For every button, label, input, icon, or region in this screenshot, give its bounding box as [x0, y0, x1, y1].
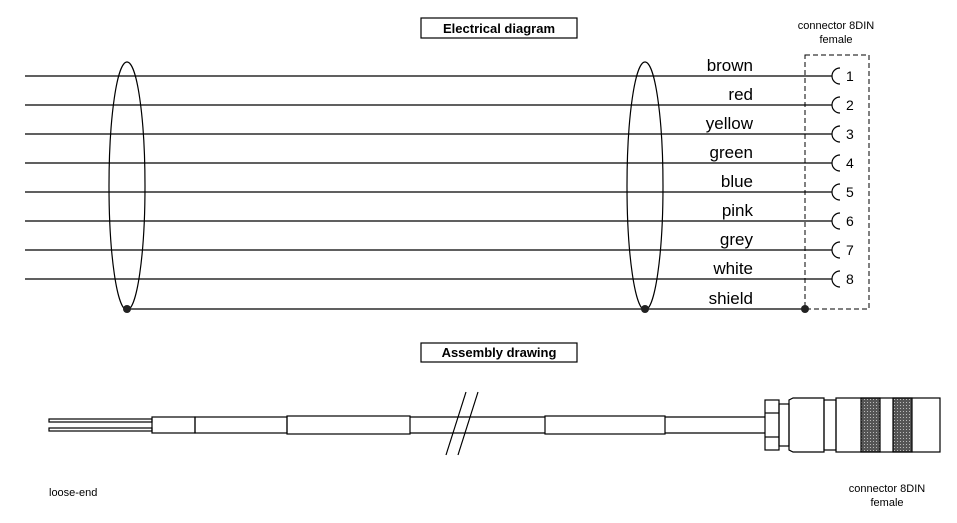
wire-color-label: brown [707, 56, 753, 75]
wire-color-label: grey [720, 230, 754, 249]
assembly-drawing-title: Assembly drawing [420, 342, 578, 363]
wire-color-label: blue [721, 172, 753, 191]
socket-contact [831, 154, 841, 172]
pin-number: 5 [846, 184, 854, 200]
knurled-grip [892, 397, 913, 453]
svg-text:Electrical diagram: Electrical diagram [443, 21, 555, 36]
cable-assembly [48, 391, 941, 456]
wire-red: red 2 [25, 85, 854, 114]
socket-contact [831, 125, 841, 143]
loose-wire [48, 418, 153, 423]
pin-number: 8 [846, 271, 854, 287]
socket-contact [831, 183, 841, 201]
pin-number: 6 [846, 213, 854, 229]
wire-color-label: yellow [706, 114, 754, 133]
wire-color-label: white [712, 259, 753, 278]
cable-sleeve [151, 416, 196, 434]
knurled-grip [860, 397, 881, 453]
shield-ellipse-left [108, 61, 146, 311]
wire-brown: brown 1 [25, 56, 854, 85]
connector-label-top: connector 8DIN female [798, 20, 874, 46]
wire-yellow: yellow 3 [25, 114, 854, 143]
break-mark [445, 391, 467, 456]
pin-number: 4 [846, 155, 854, 171]
heat-shrink-sleeve [544, 415, 666, 435]
shield-junction-dot [123, 305, 131, 313]
shield-label: shield [709, 289, 753, 308]
shield-junction-dot [801, 305, 809, 313]
svg-text:female: female [870, 497, 903, 509]
socket-contact [831, 270, 841, 288]
electrical-diagram-title: Electrical diagram [420, 17, 578, 39]
socket-contact [831, 241, 841, 259]
wire-grey: grey 7 [25, 230, 854, 259]
socket-contact [831, 212, 841, 230]
pin-number: 1 [846, 68, 854, 84]
connector-outline [804, 54, 870, 310]
pin-number: 3 [846, 126, 854, 142]
connector-8din-female [764, 397, 941, 453]
svg-text:connector 8DIN: connector 8DIN [798, 20, 874, 32]
wire-pink: pink 6 [25, 201, 854, 230]
loose-wire [48, 427, 153, 432]
svg-text:female: female [819, 34, 852, 46]
socket-contact [831, 67, 841, 85]
svg-text:Assembly drawing: Assembly drawing [442, 345, 557, 360]
connector-label-bottom: connector 8DIN female [849, 483, 925, 509]
shield-ellipse-right [626, 61, 664, 311]
pin-number: 2 [846, 97, 854, 113]
shield-junction-dot [641, 305, 649, 313]
wire-blue: blue 5 [25, 172, 854, 201]
wire-green: green 4 [25, 143, 854, 172]
wire-white: white 8 [25, 259, 854, 288]
loose-end-label: loose-end [49, 487, 97, 499]
socket-contact [831, 96, 841, 114]
heat-shrink-sleeve [286, 415, 411, 435]
wire-color-label: red [728, 85, 753, 104]
wire-color-label: green [710, 143, 753, 162]
break-mark [457, 391, 479, 456]
pin-number: 7 [846, 242, 854, 258]
cable-segment [194, 416, 288, 434]
svg-text:connector 8DIN: connector 8DIN [849, 483, 925, 495]
wire-color-label: pink [722, 201, 754, 220]
